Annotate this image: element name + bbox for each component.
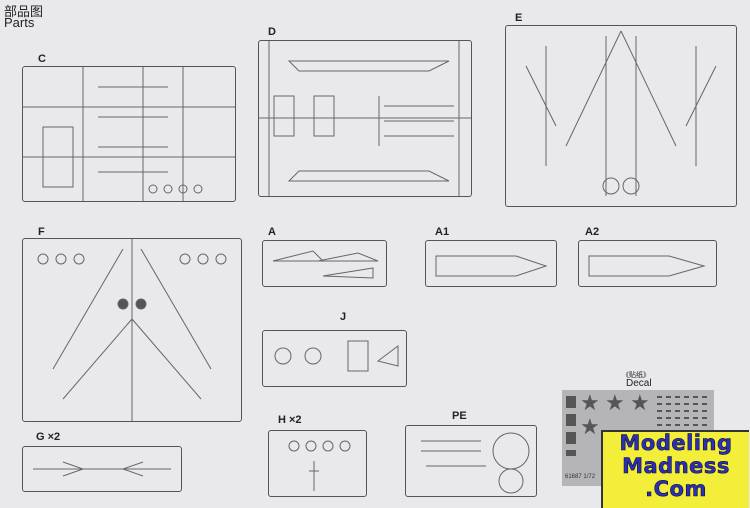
logo-line3: .Com <box>645 477 707 501</box>
sprue-g <box>22 446 182 492</box>
sprue-c <box>22 66 236 202</box>
decal-title-cn: 《贴纸》 <box>622 372 650 379</box>
sprue-label-a: A <box>268 226 276 238</box>
sprue-j <box>262 330 407 387</box>
sprue-f <box>22 238 242 422</box>
star-insignia-icon: ★ <box>580 414 600 439</box>
decal-panels <box>566 396 576 456</box>
sprue-a2 <box>578 240 717 287</box>
sprue-label-d: D <box>268 26 276 38</box>
sprue-label-e: E <box>515 12 523 24</box>
sprue-label-c: C <box>38 53 46 65</box>
decal-code: 61687 1/72 <box>565 474 596 480</box>
photo-etch-fret <box>405 425 537 497</box>
parts-title-cn: 部品图 <box>4 4 44 19</box>
sprue-label-a2: A2 <box>585 226 600 238</box>
parts-title-en: Parts <box>4 15 35 30</box>
sprue-d <box>258 40 472 197</box>
sprue-e <box>505 25 737 207</box>
decal-title-en: Decal <box>626 378 652 389</box>
sprue-label-a1: A1 <box>435 226 450 238</box>
logo-line2: Madness <box>622 454 730 478</box>
logo-line1: Modeling <box>619 431 733 455</box>
sprue-label-h: H ×2 <box>278 414 302 426</box>
sprue-a <box>262 240 387 287</box>
sprue-a1 <box>425 240 557 287</box>
star-insignia-icon: ★ <box>630 390 650 415</box>
modeling-madness-watermark: Modeling Madness .Com <box>601 430 749 508</box>
sprue-label-pe: PE <box>452 410 467 422</box>
sprue-label-g: G ×2 <box>36 431 61 443</box>
sprue-h <box>268 430 367 497</box>
star-insignia-icon: ★ <box>580 390 600 415</box>
star-insignia-icon: ★ <box>605 390 625 415</box>
sprue-label-j: J <box>340 311 347 323</box>
sprue-label-f: F <box>38 226 45 238</box>
